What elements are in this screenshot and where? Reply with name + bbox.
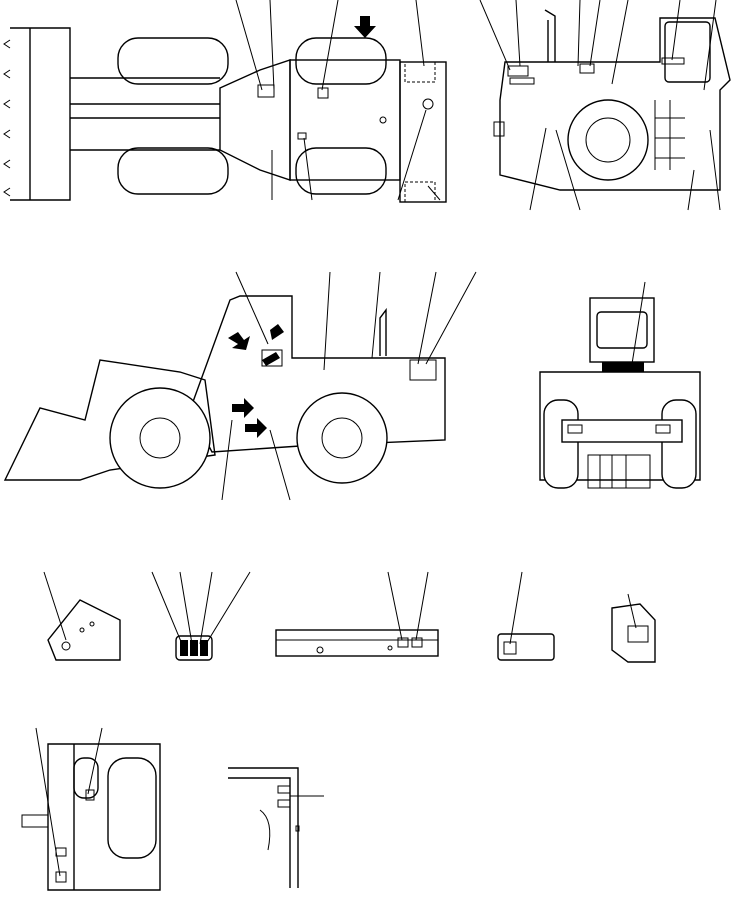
drawing-stroke [109,387,211,489]
drawing-stroke [544,9,556,62]
drawing-stroke [387,571,429,641]
leader-lines [235,0,441,201]
drawing-stroke [3,39,11,197]
bucket [10,27,71,201]
side-view-right [479,0,731,211]
drawing-stroke [497,633,555,661]
arrow-icons [228,324,284,438]
drawing-stroke [543,399,579,489]
drawing-stroke [261,349,283,367]
drawing-stroke [411,637,423,648]
drawing-stroke [507,65,529,77]
drawing-stroke [631,281,646,365]
drawing-stroke [596,311,648,349]
drawing-stroke [85,789,95,801]
drawing-stroke [539,371,701,481]
drawing-stroke [664,21,711,83]
drawing-stroke [79,627,85,633]
drawing-stroke [89,621,95,627]
drawing-stroke [587,454,651,489]
rear-left-tire [295,37,387,85]
leader-lines [221,271,477,501]
drawing-stroke [47,599,121,661]
front-right-tire [117,147,229,195]
drawing-stroke [611,603,656,663]
drawing-stroke [151,571,251,645]
detail-bucket [43,571,121,661]
detail-door-frame [228,767,324,888]
logo-plate [602,362,644,372]
drawing-stroke [567,424,583,434]
drawing-stroke [70,77,220,151]
drawing-stroke [317,87,329,99]
leader-lines [479,0,721,211]
drawing-stroke [277,799,291,808]
drawing-stroke [509,77,535,85]
drawing-stroke [585,117,631,163]
drawing-stroke [107,757,157,859]
drawing-stroke [297,132,307,140]
detail-box [497,571,555,661]
drawing-stroke [509,571,523,645]
drawing-stroke [661,399,697,489]
detail-panel [611,593,656,663]
drawing-stroke [409,359,437,381]
drawing-stroke [661,57,685,65]
drawing-stroke [379,116,387,124]
drawing-stroke [55,871,67,883]
drawing-stroke [295,825,300,832]
drawing-stroke [654,100,685,170]
drawing-stroke [579,63,595,74]
drawing-stroke [493,121,505,137]
drawing-stroke [139,417,181,459]
drawing-stroke [499,17,731,191]
drawing-stroke [175,635,213,661]
drawing-stroke [655,424,671,434]
drawing-stroke [277,785,291,794]
drawing-stroke [422,98,434,110]
detail-frame [275,571,439,657]
drawing-stroke [257,84,275,98]
drawing-stroke [275,629,439,657]
drawing-stroke [43,571,67,641]
drawing-stroke [404,61,436,83]
side-view-left [3,271,477,501]
drawing-stroke [379,307,387,356]
drawing-stroke [316,646,324,654]
drawing-stroke [567,99,649,181]
drawing-stroke [397,637,409,648]
drawing-stroke [561,419,683,443]
drawing-stroke [387,645,393,651]
front-bucket [3,359,216,481]
drawing-stroke [627,625,649,643]
drawing-stroke [55,847,67,857]
drawing-stroke [61,641,71,651]
drawing-stroke [35,727,103,877]
top-view [3,0,447,203]
articulation [219,59,291,181]
front-left-tire [117,37,229,85]
drawing-stroke [399,61,447,203]
drawing-stroke [404,181,436,203]
drawing-stroke [228,767,299,888]
drawing-stroke [47,743,161,891]
detail-cab-interior [21,727,161,891]
rear-right-tire [295,147,387,195]
drawing-stroke [321,417,363,459]
drawing-stroke [296,392,388,484]
drawing-stroke [259,809,271,851]
drawing-stroke [589,297,655,363]
drawing-stroke [627,593,637,629]
arrow-icon [354,16,376,38]
drawing-stroke [21,814,49,828]
rear-view [539,281,701,489]
detail-gauge-panel [151,571,251,661]
